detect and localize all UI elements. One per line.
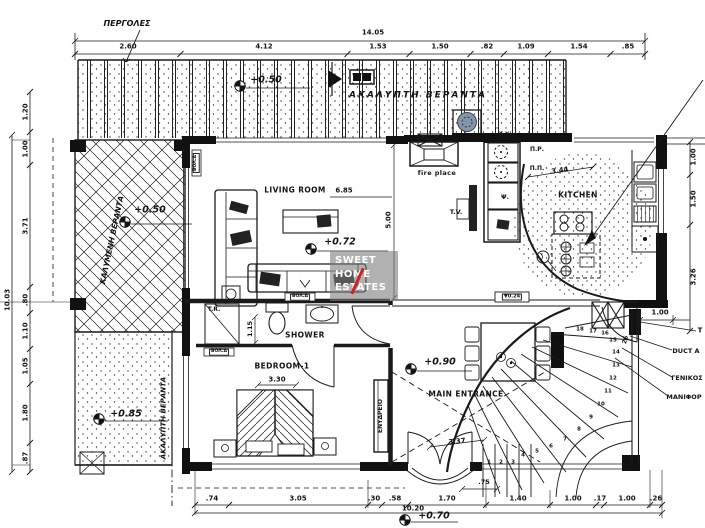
dim-left-3: 3.71 xyxy=(21,217,30,235)
step-5: 5 xyxy=(535,448,539,455)
dim-left-7: 1.80 xyxy=(21,404,30,422)
fridge-label: Ψ. xyxy=(501,192,509,201)
wall-tag-3: ΒΟΛ.Δ xyxy=(192,153,200,173)
genikos-label: ΓΕΝΙΚΟΣ xyxy=(671,373,703,382)
dim-left-5: 1.10 xyxy=(21,322,30,340)
dim-left-1: 1.20 xyxy=(21,103,30,121)
kitchen-label: KITCHEN xyxy=(558,190,598,200)
dim-right-1: 1.00 xyxy=(689,148,698,166)
step-13: 13 xyxy=(612,362,620,369)
dim-bottom-2: 3.05 xyxy=(289,494,307,503)
dim-living-width: 6.85 xyxy=(335,186,353,195)
tv-label: T.V. xyxy=(449,207,463,216)
step-7: 7 xyxy=(563,436,567,443)
tag-xy: Χ.Υ. xyxy=(498,131,512,138)
dim-left-2: 1.00 xyxy=(21,140,30,158)
dim-bottom-3: .30 xyxy=(367,494,381,503)
fireplace-label: fire place xyxy=(417,168,457,177)
step-17: 17 xyxy=(589,328,597,335)
step-1: 1 xyxy=(487,459,491,466)
step-12: 12 xyxy=(609,375,617,382)
step-4: 4 xyxy=(521,452,525,459)
dim-top-3: 1.53 xyxy=(369,42,387,51)
dim-bottom-9: 1.00 xyxy=(618,494,636,503)
dim-top-7: 1.54 xyxy=(570,42,588,51)
dishwasher-label: Π.Π. xyxy=(529,165,545,172)
dim-left-total: 10.03 xyxy=(3,288,12,312)
pergoles-label: ΠΕΡΓΟΛΕΣ xyxy=(103,19,151,28)
level-living: +0.72 xyxy=(324,236,356,248)
tr-label: T.R. xyxy=(207,306,221,313)
step-10: 10 xyxy=(597,401,605,408)
living-room-label: LIVING ROOM xyxy=(264,185,326,195)
level-lower-veranda: +0.85 xyxy=(110,408,142,420)
duct-label: DUCT A xyxy=(672,346,700,355)
dim-bottom-total: 10.20 xyxy=(401,504,425,513)
aquarium-label: ΕΝΥΔΡΕΙΟ xyxy=(377,399,384,433)
step-9: 9 xyxy=(589,414,593,421)
step-6: 6 xyxy=(549,443,553,450)
step-18: 18 xyxy=(576,326,584,333)
dim-top-6: 1.09 xyxy=(517,42,535,51)
dim-bottom-5: 1.70 xyxy=(438,494,456,503)
washing-machine-label: Π.Ρ. xyxy=(530,146,544,153)
dim-top-1: 2.60 xyxy=(119,42,137,51)
dim-bottom-4: .58 xyxy=(388,494,402,503)
level-porch: +0.70 xyxy=(418,510,450,522)
dim-left-8: .87 xyxy=(21,451,30,465)
watermark-line-2: HOME xyxy=(335,268,371,280)
dim-bottom-7: 1.00 xyxy=(564,494,582,503)
dim-bottom-10: .26 xyxy=(649,494,663,503)
step-16: 16 xyxy=(601,330,609,337)
uncovered-veranda-left-label: ΑΚΑΛΥΠΤΗ ΒΕΡΑΝΤΑ xyxy=(159,376,168,460)
uncovered-veranda-top-label: ΑΚΑΛΥΠΤΗ ΒΕΡΑΝΤΑ xyxy=(349,90,487,101)
step-11: 11 xyxy=(604,388,612,395)
dim-hall-right: 1.00 xyxy=(651,308,669,317)
dim-bottom-6: 1.40 xyxy=(509,494,527,503)
dim-shower: 1.15 xyxy=(245,320,254,338)
step-2: 2 xyxy=(499,459,503,466)
level-pergola: +0.50 xyxy=(250,74,282,86)
dim-bedroom: 3.30 xyxy=(268,375,286,384)
dim-porch: .75 xyxy=(478,477,490,486)
dim-living-height: 5.00 xyxy=(384,211,393,229)
shower-label: SHOWER xyxy=(285,330,325,340)
dim-bottom-8: .17 xyxy=(593,494,607,503)
dim-top-4: 1.50 xyxy=(431,42,449,51)
dim-right-2: 1.50 xyxy=(689,190,698,208)
dim-top-total: 14.05 xyxy=(361,28,385,37)
wall-tag-2: ΒΟΛ.Δ xyxy=(209,348,229,356)
dim-right-3: 3.26 xyxy=(689,268,698,286)
watermark-line-3: ESTATES xyxy=(335,282,387,293)
manifold-label: ΜΑΝΙΦΟΡ xyxy=(666,392,702,401)
main-entrance-label: MAIN ENTRANCE xyxy=(428,389,504,399)
cut-label-t: T xyxy=(697,326,703,335)
step-14: 14 xyxy=(612,349,620,356)
level-entrance: +0.90 xyxy=(424,356,456,368)
dim-top-5: .82 xyxy=(480,42,494,51)
dim-left-6: 1.05 xyxy=(21,357,30,375)
watermark-line-1: SWEET xyxy=(335,255,377,266)
watermark: SWEET HOME ESTATES xyxy=(330,251,398,301)
step-3: 3 xyxy=(511,459,515,466)
hall-level-tag: ▼0.24 xyxy=(501,293,523,301)
bedroom-label: BEDROOM-1 xyxy=(254,361,310,371)
dim-top-8: .85 xyxy=(621,42,635,51)
level-covered-veranda: +0.50 xyxy=(134,204,166,216)
step-15: 15 xyxy=(609,337,617,344)
dim-top-2: 4.12 xyxy=(255,42,273,51)
dim-left-4: .80 xyxy=(21,293,30,307)
wall-tag-1: ΒΟΛ.Δ xyxy=(290,293,310,301)
step-8: 8 xyxy=(577,426,581,433)
dim-bottom-1: .74 xyxy=(205,494,219,503)
